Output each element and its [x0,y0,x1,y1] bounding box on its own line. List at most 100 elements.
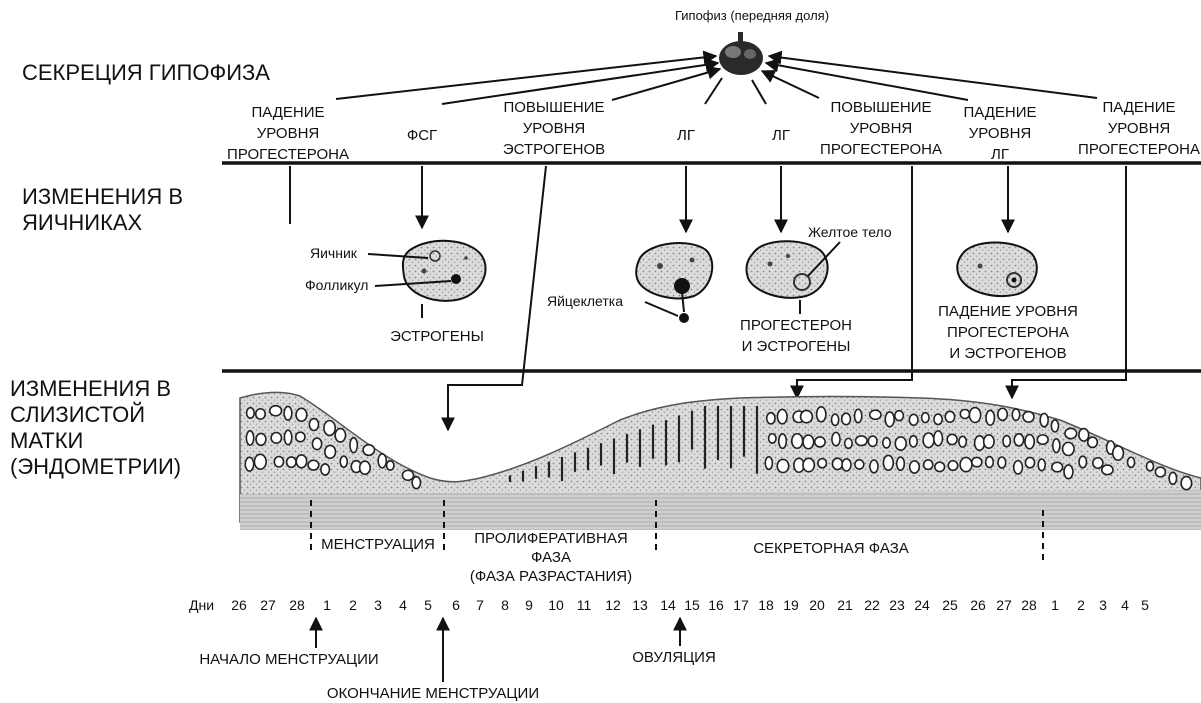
gland-coiled [842,459,851,471]
label-lh-1-line: ЛГ [677,127,695,144]
day-number: 23 [889,597,905,613]
gland-coiled [321,464,330,475]
label-progesterone-rise-line: ПРОГЕСТЕРОНА [820,141,942,158]
gland-coiled [402,470,413,480]
label-progesterone-drop-1-line: УРОВНЯ [257,125,320,142]
gland-coiled [312,438,321,450]
label-estrogen-rise-line: УРОВНЯ [523,120,586,137]
gland-coiled [1003,436,1010,447]
gland-coiled [855,409,862,422]
gland-coiled [296,455,306,468]
gland-coiled [1079,429,1089,442]
gland-coiled [1012,409,1020,420]
label-progesterone-drop-2-line: ПАДЕНИЕ [1102,99,1175,116]
gland-coiled [868,436,877,446]
gland-coiled [350,438,357,453]
gland-coiled [1025,435,1034,449]
label-progesterone-drop-1-line: ПРОГЕСТЕРОНА [227,146,349,163]
gland-coiled [1146,462,1153,471]
gland-coiled [1051,420,1058,432]
title-endometrium-changes-line: ИЗМЕНЕНИЯ В [10,376,171,401]
gland-coiled [817,407,826,422]
gland-coiled [922,413,929,423]
title-endometrium-changes-line: МАТКИ [10,428,83,453]
gland-coiled [895,411,904,421]
label-menstruation-line: МЕНСТРУАЦИЯ [321,536,435,553]
title-endometrium-changes-line: (ЭНДОМЕТРИИ) [10,454,181,479]
gland-coiled [1102,465,1113,475]
label-estrogens: ЭСТРОГЕНЫ [390,328,484,345]
day-number: 18 [758,597,774,613]
label-progesterone-rise-line: ПОВЫШЕНИЕ [830,99,931,116]
gland-coiled [855,460,864,469]
day-number: 1 [323,597,331,613]
label-menstruation-end-line: ОКОНЧАНИЕ МЕНСТРУАЦИИ [327,685,539,702]
label-lh-drop-line: ЛГ [991,146,1009,163]
gland-coiled [363,445,374,456]
label-progesterone-estrogens-line: И ЭСТРОГЕНЫ [742,338,851,355]
gland-coiled [296,432,305,442]
gland-coiled [309,419,318,431]
gland-coiled [998,457,1006,468]
gland-coiled [831,414,838,425]
label-hormone-drop-line: ПАДЕНИЕ УРОВНЯ [938,303,1078,320]
label-lh-drop-line: УРОВНЯ [969,125,1032,142]
day-number: 14 [660,597,676,613]
gland-coiled [777,409,787,423]
gland-coiled [335,429,345,442]
gland-coiled [832,458,842,469]
day-number: 28 [1021,597,1037,613]
gland-coiled [1040,413,1048,426]
gland-coiled [767,413,775,424]
gland-coiled [1155,467,1165,477]
label-fsh: ФСГ [407,127,437,144]
gland-coiled [254,454,266,469]
gland-coiled [769,434,776,443]
label-corpus-luteum: Желтое тело [808,224,892,240]
gland-coiled [1023,412,1034,423]
gland-coiled [909,414,918,425]
gland-coiled [1181,477,1192,490]
gland-coiled [1052,462,1063,472]
gland-coiled [256,409,265,419]
label-ovulation: ОВУЛЯЦИЯ [632,649,716,666]
day-number: 6 [452,597,460,613]
gland-coiled [870,460,878,473]
gland-coiled [960,457,972,471]
label-progesterone-drop-2-line: ПРОГЕСТЕРОНА [1078,141,1200,158]
label-hormone-drop-line: ПРОГЕСТЕРОНА [947,324,1069,341]
gland-coiled [1064,465,1073,479]
gland-coiled [959,436,966,447]
gland-coiled [897,457,905,470]
label-progesterone-drop-2-line: УРОВНЯ [1108,120,1171,137]
gland-coiled [969,408,980,423]
label-lh-2: ЛГ [772,127,790,144]
gland-coiled [1037,435,1048,444]
day-number: 27 [996,597,1012,613]
gland-coiled [803,458,814,471]
gland-coiled [986,410,994,425]
label-secretory-phase: СЕКРЕТОРНАЯ ФАЗА [753,540,909,557]
gland-coiled [947,434,957,444]
gland-coiled [885,412,894,427]
day-number: 1 [1051,597,1059,613]
gland-coiled [287,457,296,467]
day-number: 19 [783,597,799,613]
gland-coiled [792,434,803,448]
ovary-follicle-icon [403,241,486,301]
gland-coiled [895,437,906,450]
gland-coiled [842,413,851,425]
label-menstruation: МЕНСТРУАЦИЯ [321,536,435,553]
endometrium-illustration [240,392,1201,530]
gland-coiled [1014,434,1023,446]
gland-coiled [1038,459,1045,471]
gland-coiled [284,406,292,420]
gland-coiled [247,408,255,418]
gland-coiled [387,461,394,470]
label-estrogen-rise-line: ПОВЫШЕНИЕ [503,99,604,116]
gland-coiled [340,456,347,467]
